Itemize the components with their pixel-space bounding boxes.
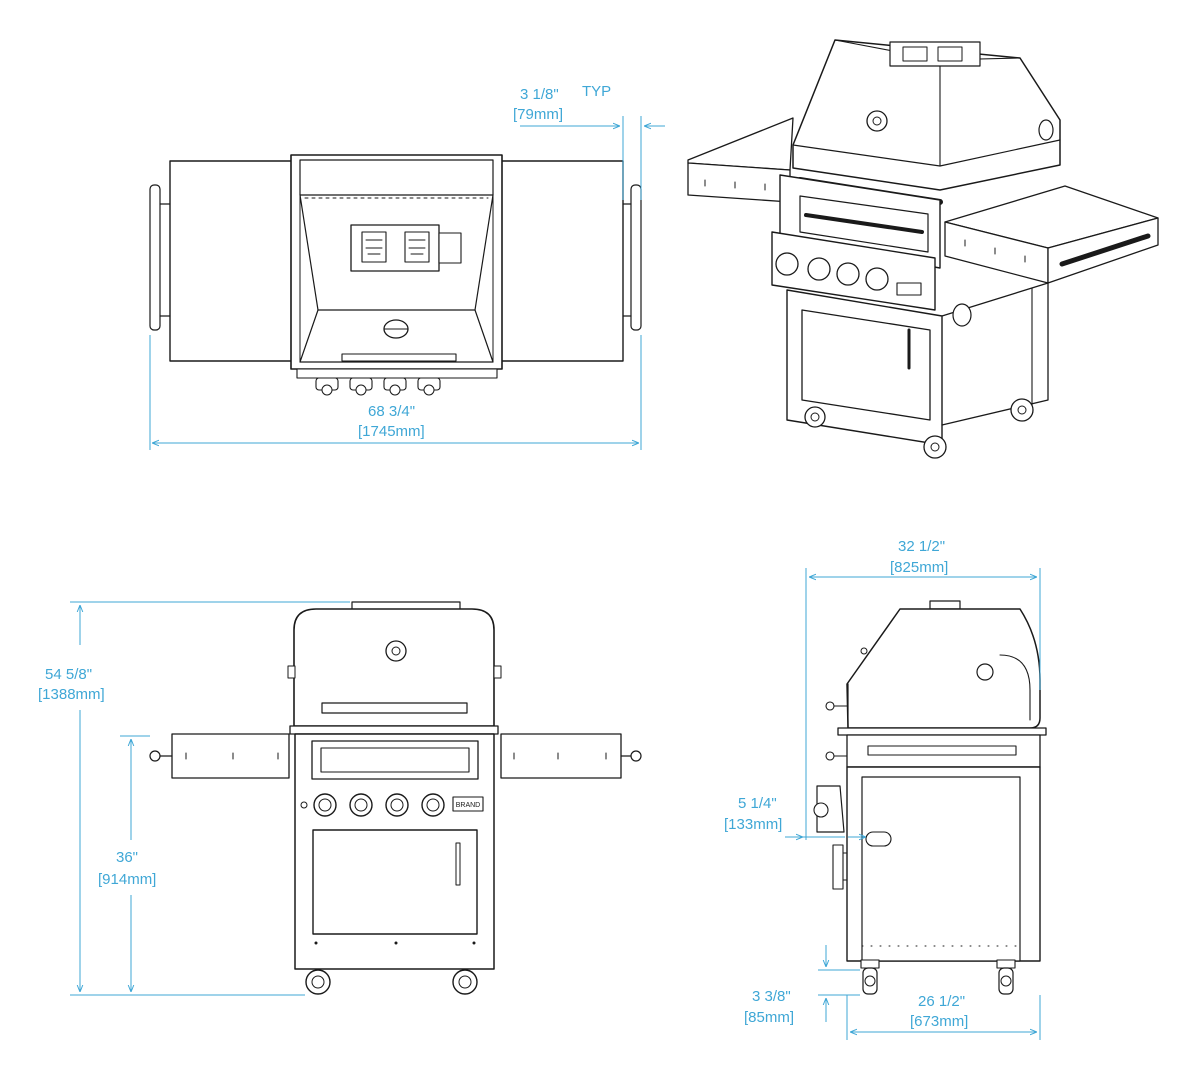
front-knob [313,793,337,817]
brand-badge-text: BRAND [456,802,481,809]
side-drawer-handle [867,745,1017,756]
iso-caster [1010,398,1034,422]
iso-knob [807,257,831,281]
dim-depth-imperial: 32 1/2" [898,538,945,555]
iso-caster [804,406,826,428]
right-handle [630,184,642,331]
dim-counter-imperial: 36" [116,849,138,866]
side-lid [846,608,1041,729]
iso-door [801,309,931,421]
side-caster [860,959,880,995]
dim-height-metric: [1388mm] [38,686,105,703]
dim-counter-metric: [914mm] [98,871,156,888]
right-shelf [498,160,624,362]
iso-caster [923,435,947,459]
left-handle [149,184,161,331]
dim-width-metric: [1745mm] [358,423,425,440]
dim-caster-metric: [85mm] [744,1009,794,1026]
top-view [149,116,665,450]
dim-shelf-gap-metric: [79mm] [513,106,563,123]
dim-shelf-gap-imperial: 3 1/8" [520,86,559,103]
dim-height-imperial: 54 5/8" [45,666,92,683]
front-left-shelf [171,733,290,779]
dim-cart-depth-imperial: 26 1/2" [918,993,965,1010]
iso-knob [865,267,889,291]
front-caster [452,969,478,995]
front-knob [421,793,445,817]
side-knob-block [816,785,845,833]
iso-lid [792,39,1061,191]
top-knob [417,377,441,396]
iso-view [687,39,1159,459]
top-knob [349,377,373,396]
side-view [785,568,1047,1040]
front-lid-handle [321,702,468,714]
front-lid [293,608,495,727]
front-caster [305,969,331,995]
front-right-shelf [500,733,622,779]
dim-caster-imperial: 3 3/8" [752,988,791,1005]
front-view: BRAND [70,601,642,996]
iso-left-shelf [687,117,794,171]
front-knob [385,793,409,817]
dim-depth-metric: [825mm] [890,559,948,576]
top-knob [315,377,339,396]
brand-badge [452,796,484,812]
side-caster [996,959,1016,995]
left-shelf [169,160,295,362]
iso-knob [836,262,860,286]
iso-knob [775,252,799,276]
front-door [312,829,478,935]
dim-cart-depth-metric: [673mm] [910,1013,968,1030]
dim-knob-imperial: 5 1/4" [738,795,777,812]
dim-knob-metric: [133mm] [724,816,782,833]
top-knob [383,377,407,396]
front-knob [349,793,373,817]
dim-shelf-gap-note: TYP [582,83,611,100]
dim-width-imperial: 68 3/4" [368,403,415,420]
